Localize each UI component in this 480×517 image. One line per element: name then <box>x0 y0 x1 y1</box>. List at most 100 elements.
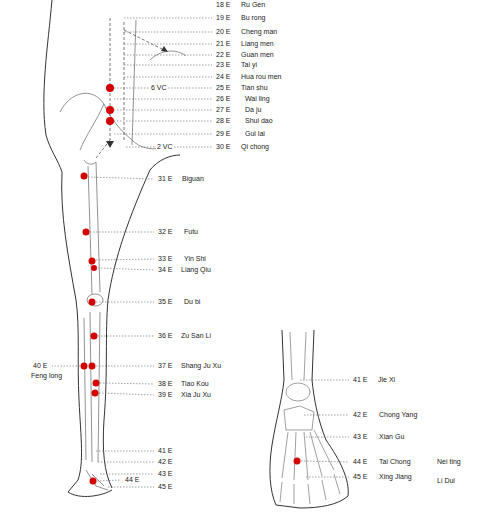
leader-line <box>114 110 212 111</box>
leader-line <box>96 302 154 303</box>
acupoint-dot <box>81 363 88 370</box>
leader-line <box>98 268 154 270</box>
leader-line <box>114 99 212 100</box>
callout-number: 32 E <box>157 228 173 236</box>
point-name: Liang Qiu <box>180 266 212 274</box>
callout-number: 40 E <box>32 362 48 370</box>
point-name: Du bi <box>183 298 201 306</box>
foot-outline <box>270 330 348 508</box>
talus-bone <box>286 383 310 401</box>
acupoint-dot <box>92 390 99 397</box>
callout-number: 43 E <box>157 470 173 478</box>
point-name: Qi chong <box>240 143 270 151</box>
meridian-line <box>124 22 125 140</box>
shin-bones <box>290 332 306 380</box>
acupoints <box>81 84 301 485</box>
acupoint-dot <box>93 380 100 387</box>
leader-line <box>98 336 154 337</box>
leader-line <box>99 393 154 395</box>
leader-line <box>97 480 121 481</box>
callout-number: 45 E <box>157 483 173 491</box>
point-name: Tiao Kou <box>180 380 210 388</box>
callout-number: 31 E <box>157 175 173 183</box>
point-name: Feng long <box>30 372 63 380</box>
acupoint-dot <box>81 173 88 180</box>
tarsal-bones <box>284 406 314 430</box>
callout-number: 28 E <box>215 117 231 125</box>
callout-number: 25 E <box>215 84 231 92</box>
callout-number: 42 E <box>352 411 368 419</box>
callout-number: 22 E <box>215 51 231 59</box>
acupoint-dot <box>83 229 90 236</box>
point-name: Futu <box>183 228 199 236</box>
point-name: Bu rong <box>240 14 267 22</box>
acupoint-dot <box>106 84 114 92</box>
point-name: Tian shu <box>240 84 269 92</box>
callout-number: 24 E <box>215 73 231 81</box>
shin-bones <box>84 312 100 462</box>
leader-line <box>124 77 212 78</box>
callout-number: 35 E <box>157 298 173 306</box>
leader-line <box>124 55 212 56</box>
leader-line <box>124 18 212 19</box>
meridian-line <box>124 30 168 52</box>
callout-number: 33 E <box>157 255 173 263</box>
leader-line <box>100 383 154 384</box>
callout-number: 41 E <box>352 376 368 384</box>
leg-outer-contour <box>62 172 112 496</box>
acupoint-dot <box>89 299 96 306</box>
leader-line <box>301 461 349 462</box>
arrow-head <box>161 46 168 52</box>
leader-line <box>124 32 212 33</box>
spine-line <box>132 20 136 145</box>
callout-number: 36 E <box>157 332 173 340</box>
callout-number: 44 E <box>124 476 140 484</box>
callout-number: 34 E <box>157 266 173 274</box>
leader-line <box>306 477 349 478</box>
leader-line <box>124 65 212 66</box>
callout-number: 30 E <box>215 143 231 151</box>
acupoint-dot <box>91 265 97 271</box>
callout-number: 21 E <box>215 40 231 48</box>
leader-line <box>96 451 154 452</box>
callout-number: 39 E <box>157 391 173 399</box>
point-name: Xian Gu <box>378 433 405 441</box>
foot-contour <box>270 330 348 508</box>
leader-line <box>114 134 212 135</box>
point-name: Shui dao <box>244 117 274 125</box>
groin-contour <box>150 155 180 170</box>
acupoint-dot <box>90 478 97 485</box>
toe-bones <box>280 474 340 504</box>
point-name: Guan men <box>240 51 275 59</box>
callout-number: 43 E <box>352 433 368 441</box>
leader-line <box>114 121 212 122</box>
point-name: Biguan <box>181 175 205 183</box>
leader-line <box>90 232 154 233</box>
callout-number: 42 E <box>157 458 173 466</box>
point-name: Wai ling <box>244 95 271 103</box>
point-name: Chong Yang <box>378 411 418 419</box>
leader-line <box>108 487 154 488</box>
point-name: Xia Ju Xu <box>180 391 212 399</box>
callout-number: 2 VC <box>156 143 174 151</box>
skeleton <box>60 20 186 490</box>
point-name: Yin Shi <box>183 255 207 263</box>
callout-number: 26 E <box>215 95 231 103</box>
acupoint-dot <box>106 106 114 114</box>
point-name: Ru Gen <box>240 1 266 9</box>
acupoint-dot <box>294 458 301 465</box>
callout-number: 18 E <box>215 1 231 9</box>
body-outline <box>44 0 180 496</box>
callout-number: 41 E <box>157 447 173 455</box>
point-name: Hua rou men <box>240 73 282 81</box>
acupoint-dot <box>89 363 96 370</box>
rib-line <box>150 51 186 60</box>
acupoint-dot <box>91 333 98 340</box>
point-name: Zu San Li <box>180 332 212 340</box>
leader-line <box>98 462 154 463</box>
leader-line <box>306 437 349 438</box>
leader-line <box>96 366 154 367</box>
leg-inner-contour <box>103 170 150 488</box>
callout-number: 45 E <box>352 473 368 481</box>
